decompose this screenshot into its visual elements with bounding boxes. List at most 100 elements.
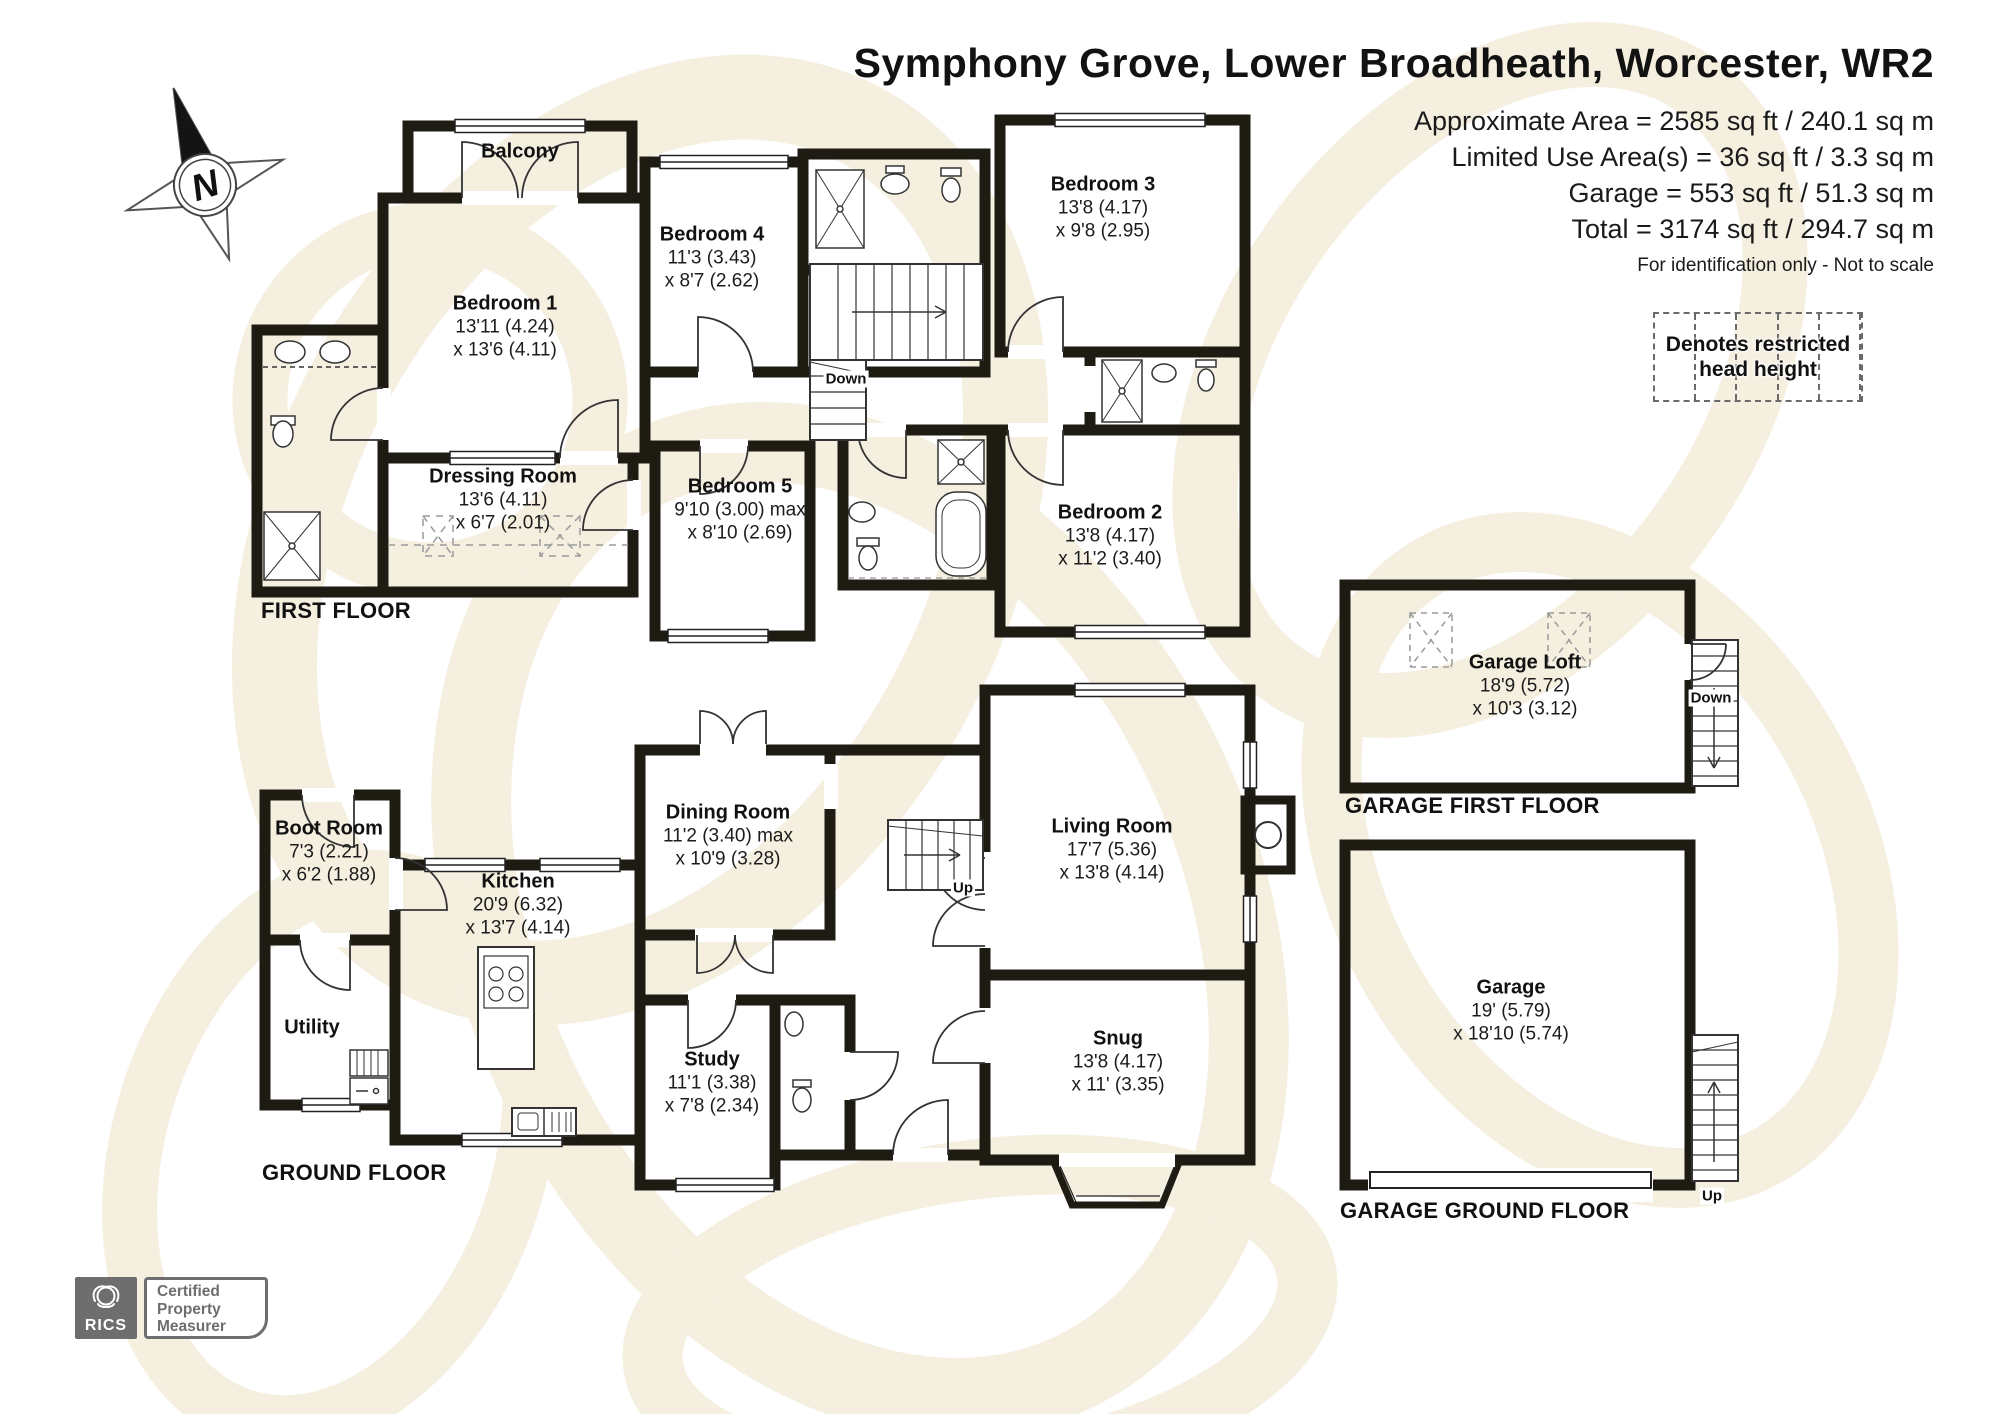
- room-label-dressing-room: Dressing Room 13'6 (4.11) x 6'7 (2.01): [429, 466, 577, 535]
- room-name: Garage Loft: [1468, 651, 1582, 674]
- garage-loft-restricted: [1409, 612, 1591, 668]
- room-label-garage: Garage 19' (5.79) x 18'10 (5.74): [1453, 977, 1569, 1046]
- room-name: Dressing Room: [429, 465, 577, 488]
- room-label-bedroom-4: Bedroom 4 11'3 (3.43) x 8'7 (2.62): [660, 224, 764, 293]
- room-label-utility: Utility: [284, 1017, 340, 1040]
- room-dim: 13'6 (4.11): [458, 489, 548, 511]
- watermark: [102, 22, 1899, 1414]
- room-name: Bedroom 5: [687, 475, 793, 498]
- garage-ground-floor-title: GARAGE GROUND FLOOR: [1340, 1198, 1630, 1223]
- garage-door: [1368, 1168, 1653, 1202]
- rics-wordmark: RICS: [84, 1317, 128, 1334]
- room-dim: 7'3 (2.21): [289, 841, 369, 863]
- rics-badge: RICS Certified Property Measurer: [75, 1277, 268, 1339]
- badge-line: Measurer: [157, 1318, 226, 1335]
- room-dim: 18'9 (5.72): [1479, 675, 1571, 697]
- room-dim: x 11' (3.35): [1071, 1074, 1165, 1096]
- rics-logo: RICS: [75, 1277, 137, 1339]
- room-dim: x 18'10 (5.74): [1453, 1023, 1569, 1045]
- room-label-living-room: Living Room 17'7 (5.36) x 13'8 (4.14): [1051, 816, 1172, 885]
- room-dim: 20'9 (6.32): [472, 894, 564, 916]
- garage-first-floor-walls: [1339, 579, 1696, 794]
- room-dim: x 11'2 (3.40): [1058, 548, 1162, 570]
- room-label-boot-room: Boot Room 7'3 (2.21) x 6'2 (1.88): [275, 818, 383, 887]
- room-label-bedroom-5: Bedroom 5 9'10 (3.00) max x 8'10 (2.69): [674, 476, 805, 545]
- approximate-area: Approximate Area = 2585 sq ft / 240.1 sq…: [1413, 106, 1934, 136]
- room-label-study: Study 11'1 (3.38) x 7'8 (2.34): [665, 1049, 759, 1118]
- first-floor-doors: [330, 141, 1064, 531]
- ground-floor-fixtures: [349, 821, 1282, 1137]
- stairs-down-label: Down: [823, 370, 869, 388]
- room-name: Boot Room: [275, 817, 383, 840]
- legend-hatch-cell: [1779, 314, 1820, 400]
- first-floor-openings: [377, 191, 1098, 530]
- room-dim: x 10'9 (3.28): [675, 848, 781, 870]
- garage-stairs-down-label: Down: [1688, 689, 1734, 707]
- room-name: Dining Room: [665, 801, 791, 824]
- legend-text: Denotes restricted head height: [1655, 314, 1861, 400]
- room-dim: 11'1 (3.38): [667, 1072, 757, 1094]
- certified-property-measurer: Certified Property Measurer: [144, 1277, 268, 1339]
- plan-title: Symphony Grove, Lower Broadheath, Worces…: [853, 40, 1934, 86]
- room-label-bedroom-2: Bedroom 2 13'8 (4.17) x 11'2 (3.40): [1058, 502, 1162, 571]
- room-dim: x 8'10 (2.69): [687, 522, 793, 544]
- legend-hatch-cell: [1696, 314, 1738, 400]
- ground-floor-title: GROUND FLOOR: [262, 1160, 447, 1185]
- lion-icon: [92, 1285, 120, 1308]
- room-name: Bedroom 4: [659, 223, 765, 246]
- room-label-bedroom-1: Bedroom 1 13'11 (4.24) x 13'6 (4.11): [453, 293, 557, 362]
- room-dim: x 8'7 (2.62): [664, 270, 760, 292]
- room-dim: x 13'7 (4.14): [465, 917, 571, 939]
- room-dim: 13'8 (4.17): [1072, 1051, 1164, 1073]
- first-floor-title: FIRST FLOOR: [261, 598, 411, 623]
- header: Symphony Grove, Lower Broadheath, Worces…: [854, 40, 1934, 277]
- room-label-balcony: Balcony: [481, 141, 559, 164]
- legend-line-1: Denotes restricted: [1665, 333, 1851, 356]
- total-area: Total = 3174 sq ft / 294.7 sq m: [1571, 214, 1934, 244]
- restricted-head-height-legend: Denotes restricted head height: [1653, 312, 1863, 402]
- restricted-head-height-dressing: [388, 515, 628, 557]
- compass-icon: N: [123, 87, 287, 263]
- room-dim: 11'3 (3.43): [667, 247, 757, 269]
- room-name: Bedroom 2: [1057, 501, 1163, 524]
- room-dim: 11'2 (3.40) max: [662, 825, 794, 847]
- room-label-garage-loft: Garage Loft 18'9 (5.72) x 10'3 (3.12): [1469, 652, 1581, 721]
- room-dim: x 10'3 (3.12): [1472, 698, 1578, 720]
- legend-hatch-cell: [1820, 314, 1862, 400]
- room-name: Bedroom 1: [452, 292, 558, 315]
- legend-hatch-cell: [1655, 314, 1697, 400]
- room-dim: x 7'8 (2.34): [664, 1095, 760, 1117]
- limited-use-area: Limited Use Area(s) = 36 sq ft / 3.3 sq …: [1451, 142, 1934, 172]
- room-dim: x 13'8 (4.14): [1059, 862, 1165, 884]
- room-dim: x 6'2 (1.88): [281, 864, 377, 886]
- room-dim: 13'8 (4.17): [1057, 197, 1149, 219]
- garage-first-floor-stairs: [1684, 639, 1739, 787]
- garage-stairs-up-label: Up: [1700, 1187, 1724, 1205]
- garage-first-floor-title: GARAGE FIRST FLOOR: [1345, 793, 1600, 818]
- room-label-dining-room: Dining Room 11'2 (3.40) max x 10'9 (3.28…: [663, 802, 793, 871]
- room-dim: 13'11 (4.24): [455, 316, 555, 338]
- stairs-up-label: Up: [951, 879, 975, 897]
- room-name: Living Room: [1051, 815, 1173, 838]
- room-label-snug: Snug 13'8 (4.17) x 11' (3.35): [1071, 1028, 1164, 1097]
- room-name: Bedroom 3: [1050, 173, 1156, 196]
- legend-hatch-cell: [1737, 314, 1779, 400]
- room-dim: 13'8 (4.17): [1064, 525, 1156, 547]
- first-floor-fixtures: [263, 165, 1217, 581]
- first-floor-stairs: [809, 263, 984, 441]
- room-label-bedroom-3: Bedroom 3 13'8 (4.17) x 9'8 (2.95): [1051, 174, 1155, 243]
- badge-line: Property: [157, 1300, 221, 1318]
- room-name: Balcony: [481, 140, 559, 163]
- garage-area: Garage = 553 sq ft / 51.3 sq m: [1568, 178, 1934, 208]
- legend-line-2: head height: [1699, 358, 1817, 381]
- ground-floor-stairs: [887, 819, 984, 891]
- room-dim: 9'10 (3.00) max: [674, 499, 806, 521]
- first-floor-windows: [449, 112, 1206, 644]
- room-name: Study: [684, 1048, 740, 1071]
- room-name: Garage: [1476, 976, 1546, 999]
- room-label-kitchen: Kitchen 20'9 (6.32) x 13'7 (4.14): [465, 871, 570, 940]
- disclaimer: For identification only - Not to scale: [1637, 255, 1934, 276]
- room-dim: x 13'6 (4.11): [453, 339, 557, 361]
- badge-line: Certified: [157, 1283, 220, 1300]
